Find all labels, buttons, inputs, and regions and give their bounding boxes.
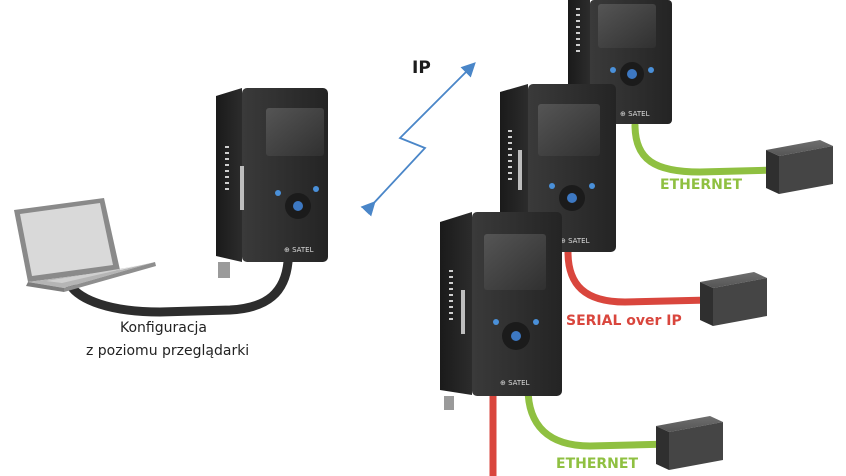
ip-label: IP [412, 58, 431, 78]
ethernet-cable-top [631, 121, 779, 176]
serial-over-ip-label: SERIAL over IP [566, 313, 682, 329]
ethernet-label-top: ETHERNET [660, 177, 743, 193]
ethernet-cable-bottom [524, 384, 674, 450]
terminal-box-middle [700, 272, 767, 326]
config-caption-line1: Konfiguracja [120, 320, 208, 336]
serial-cable [564, 248, 714, 306]
ethernet-label-bottom: ETHERNET [556, 456, 639, 472]
terminal-box-bottom [656, 416, 723, 470]
laptop-icon [14, 198, 156, 292]
brand-logo-front: ⊕ SATEL [500, 379, 530, 387]
converter-device-left: ⊕ SATEL [216, 88, 328, 278]
usb-cable [65, 257, 293, 317]
converter-device-middle: ⊕ SATEL [500, 84, 616, 252]
brand-logo-left: ⊕ SATEL [284, 246, 314, 254]
brand-logo-top: ⊕ SATEL [620, 110, 650, 118]
converter-device-top: ⊕ SATEL [568, 0, 672, 124]
terminal-box-top [766, 140, 833, 194]
brand-logo-middle: ⊕ SATEL [560, 237, 590, 245]
config-caption-line2: z poziomu przeglądarki [86, 343, 250, 359]
ip-link-arrow [360, 62, 476, 217]
converter-device-front: ⊕ SATEL [440, 212, 562, 410]
